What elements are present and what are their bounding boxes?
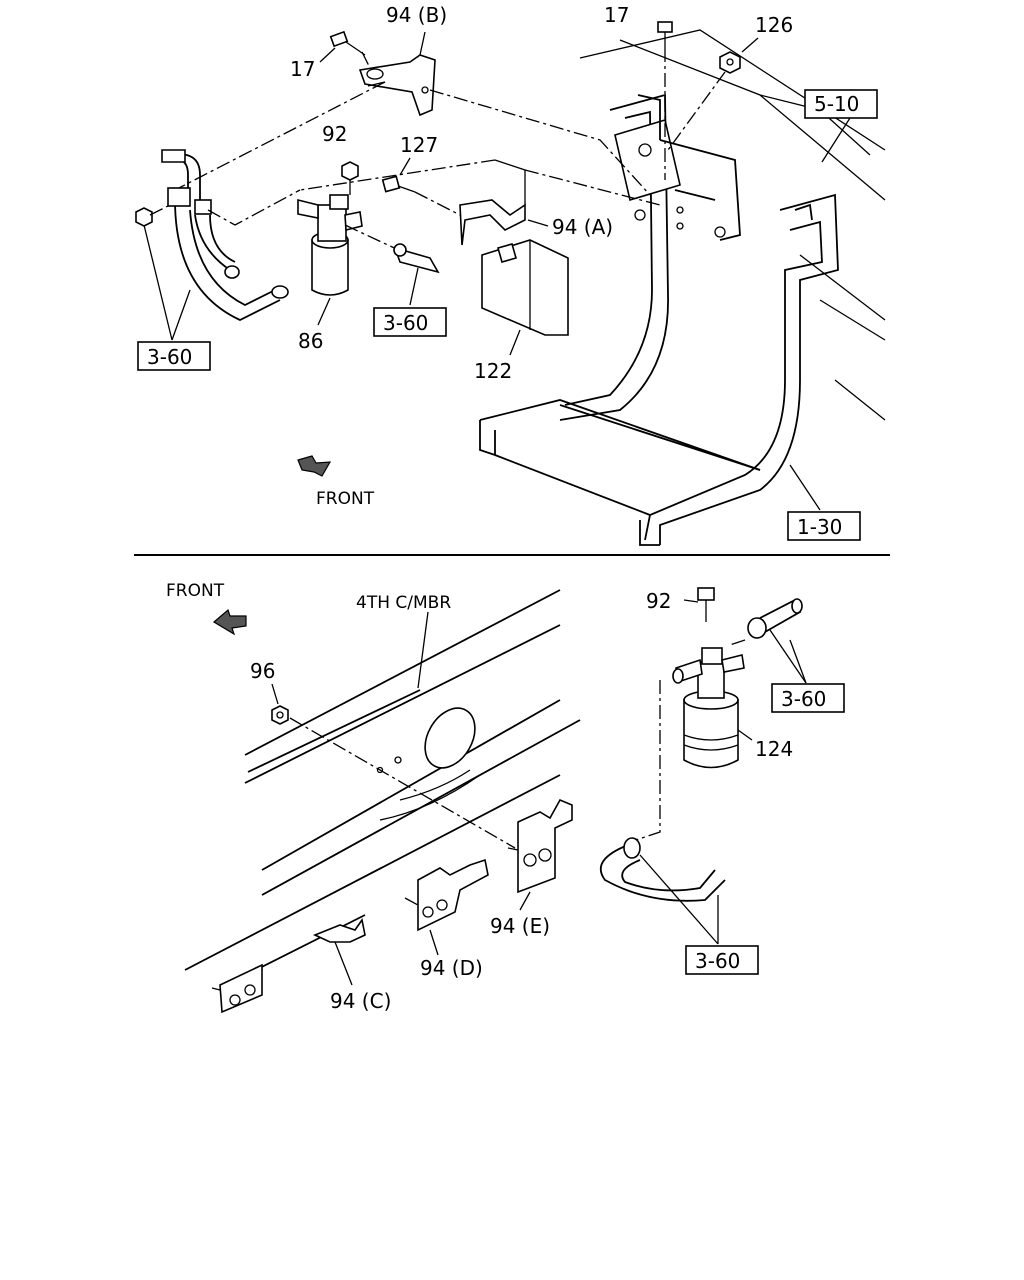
ref-box-3-60-center [373, 307, 447, 337]
label-92-top: 92 [322, 122, 347, 146]
leaders-360-left [143, 224, 191, 341]
hose-upper-right [729, 598, 807, 684]
bracket-94c [184, 774, 561, 1014]
cross-member [244, 589, 581, 896]
hose-stub-center [393, 243, 440, 306]
filter-86 [297, 194, 421, 296]
ref-box-3-60-left [137, 341, 211, 371]
label-122: 122 [474, 359, 512, 383]
label-127: 127 [400, 133, 438, 157]
bolt-17-left [319, 30, 371, 69]
bottom-view: FRONT 4TH C/MBR 92 96 124 94 (E) 94 (D) … [166, 581, 845, 1014]
bracket-94e [507, 798, 573, 911]
ref-3-60-left: 3-60 [147, 345, 192, 369]
label-front-top: FRONT [316, 489, 375, 509]
label-94c: 94 (C) [330, 989, 391, 1013]
proj-line-96 [289, 717, 516, 849]
label-4th-c-mbr: 4TH C/MBR [356, 593, 451, 613]
leader-130 [789, 464, 821, 511]
nut-left [135, 204, 171, 227]
bolt-17-right [657, 21, 673, 180]
label-96: 96 [250, 659, 275, 683]
front-arrow-icon-bottom [212, 608, 247, 636]
ref-3-60-center: 3-60 [383, 311, 428, 335]
nut-126 [667, 37, 759, 151]
label-92-bottom: 92 [646, 589, 671, 613]
ref-5-10: 5-10 [814, 92, 859, 116]
leader-510 [821, 117, 851, 163]
bracket-94d [404, 858, 489, 956]
ref-3-60-lower: 3-60 [695, 949, 740, 973]
bolt-94b-lower [174, 81, 386, 191]
bolt-92-top [341, 161, 359, 195]
label-124: 124 [755, 737, 793, 761]
proj-line-hose [629, 680, 661, 843]
step-carrier [479, 93, 839, 546]
ref-1-30: 1-30 [797, 515, 842, 539]
ref-box-3-60-lower [685, 945, 759, 975]
frame-rail [579, 29, 886, 421]
nut-96 [271, 683, 289, 725]
label-94b: 94 (B) [386, 3, 447, 27]
ref-box-5-10 [804, 89, 878, 119]
label-86: 86 [298, 329, 323, 353]
label-126: 126 [755, 13, 793, 37]
hoses-left [161, 149, 301, 321]
label-front-bottom: FRONT [166, 581, 225, 601]
filter-124 [672, 647, 753, 769]
top-view: 94 (B) 17 17 126 92 127 94 (A) 86 122 FR… [135, 3, 886, 546]
label-17-left: 17 [290, 57, 315, 81]
label-94d: 94 (D) [420, 956, 483, 980]
label-17-right: 17 [604, 3, 629, 27]
ref-box-3-60-upper-right [771, 683, 845, 713]
ref-box-1-30 [787, 511, 861, 541]
bolt-92-bottom [683, 587, 715, 622]
label-94a: 94 (A) [552, 215, 613, 239]
protector-122 [481, 239, 569, 356]
bolt-127 [381, 157, 461, 216]
front-arrow-icon [297, 455, 332, 477]
leader-86 [317, 297, 331, 326]
hose-lower [599, 837, 726, 945]
label-94e: 94 (E) [490, 914, 550, 938]
bracket-94b [358, 31, 651, 196]
bracket-94a [299, 159, 661, 246]
ref-3-60-upper-right: 3-60 [781, 687, 826, 711]
